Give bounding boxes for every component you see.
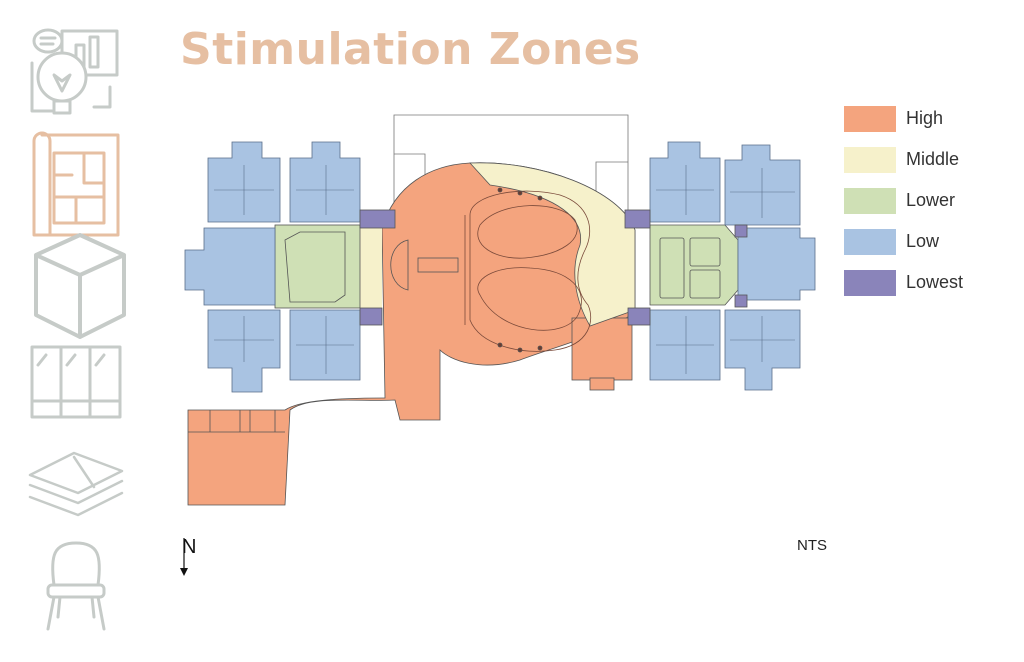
- legend-swatch: [844, 105, 896, 132]
- legend-item-middle: Middle: [844, 139, 963, 180]
- flooring-layers-icon: [28, 451, 124, 517]
- legend-item-high: High: [844, 98, 963, 139]
- zone-lowest: [359, 209, 748, 326]
- north-label: N: [182, 536, 197, 558]
- legend-item-low: Low: [844, 221, 963, 262]
- legend-swatch: [844, 187, 896, 214]
- arrow-down-icon: [180, 538, 188, 576]
- chair-icon: [46, 541, 106, 631]
- idea-lightbulb-icon: [30, 28, 119, 115]
- legend-label: High: [906, 108, 944, 128]
- zone-high-bottom-right: [571, 317, 633, 381]
- zone-high-annex: [589, 377, 615, 391]
- window-glass-icon: [30, 345, 122, 419]
- stage-box: [417, 257, 459, 273]
- legend-label: Middle: [906, 149, 960, 169]
- legend: High Middle Lower Low Lowest: [844, 98, 963, 303]
- legend-label: Lowest: [906, 272, 964, 292]
- arena-outline: [464, 190, 592, 352]
- legend-swatch: [844, 228, 896, 255]
- sidebar-icons: [28, 28, 126, 631]
- legend-item-lower: Lower: [844, 180, 963, 221]
- zone-middle-arc: [469, 162, 636, 327]
- page-title: Stimulation Zones: [180, 24, 641, 75]
- arena-seating-dot: [497, 187, 503, 193]
- stage-semicircle: [390, 239, 409, 291]
- zone-lower-right: [649, 224, 739, 306]
- zone-lower-left: [274, 224, 361, 309]
- zone-middle-strip: [360, 228, 382, 308]
- cube-icon: [34, 233, 126, 339]
- legend-swatch: [844, 269, 896, 296]
- legend-label: Lower: [906, 190, 956, 210]
- legend-label: Low: [906, 231, 940, 251]
- legend-swatch: [844, 146, 896, 173]
- floor-plan-icon: [32, 131, 120, 237]
- scale-note: NTS: [797, 537, 827, 554]
- legend-item-lowest: Lowest: [844, 262, 963, 303]
